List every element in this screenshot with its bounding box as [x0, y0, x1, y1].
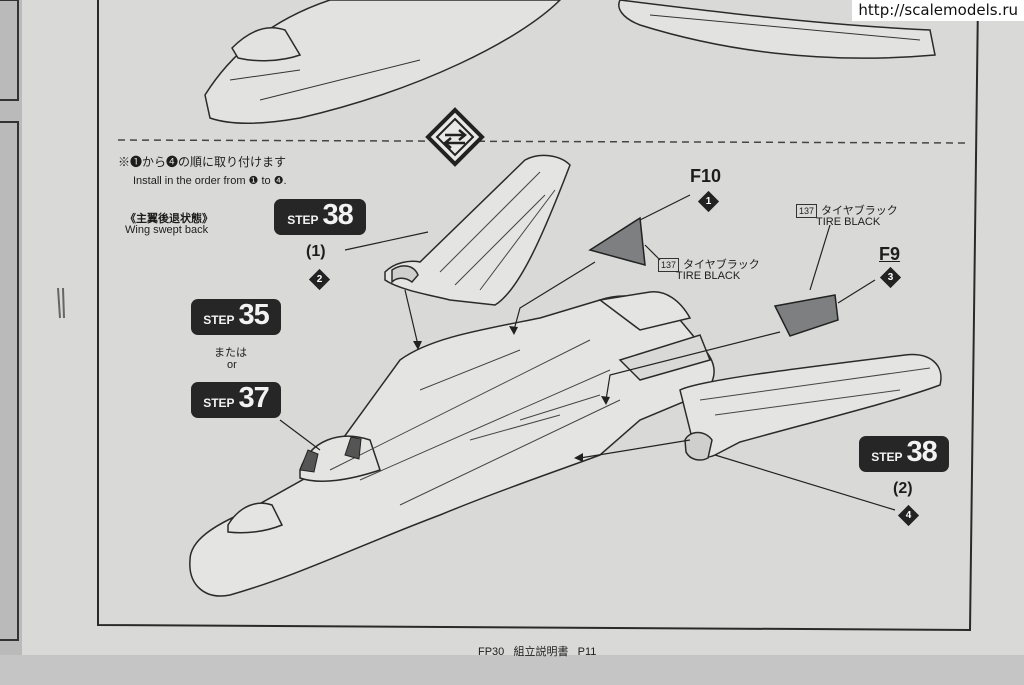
marker-2: (2) — [893, 480, 913, 497]
step-37-badge: STEP 37 — [191, 382, 281, 418]
step-38-upper-badge: STEP 38 — [274, 199, 366, 235]
page-footer: FP30 組立説明書 P11 — [478, 643, 596, 659]
step-number: 38 — [906, 436, 938, 468]
paint-name-jp: タイヤブラック — [821, 205, 898, 217]
paint-name-jp: タイヤブラック — [683, 259, 760, 271]
wing-state-japanese: 《主翼後退状態》 — [125, 213, 213, 225]
part-f10-shape — [588, 216, 646, 267]
note-english: Install in the order from ❶ to ❹. — [133, 175, 287, 187]
step-word: STEP — [287, 213, 319, 227]
part-f9-shape — [773, 294, 839, 337]
part-f9-label: F9 — [879, 244, 901, 264]
left-page-box — [0, 0, 19, 641]
order-number: 3 — [887, 272, 894, 283]
footer-page-number: P11 — [577, 646, 597, 658]
step-word: STEP — [203, 396, 235, 410]
note-japanese: ※❶から❹の順に取り付けます — [118, 155, 287, 169]
marker-1: (1) — [306, 243, 326, 260]
order-1-icon: 1 — [697, 190, 720, 213]
wing-right — [679, 353, 942, 461]
page-frame — [97, 0, 979, 632]
order-4-icon: 4 — [897, 504, 920, 527]
or-japanese: または — [214, 347, 247, 359]
step-35-badge: STEP 35 — [191, 299, 281, 335]
part-f10-label: F10 — [690, 166, 722, 186]
order-number: 2 — [316, 274, 323, 285]
step-number: 35 — [238, 299, 270, 331]
staple — [57, 287, 65, 319]
dashed-separator — [117, 139, 969, 144]
wing-upper — [384, 154, 571, 306]
footer-model: FP30 — [478, 646, 505, 658]
swap-wing-icon — [425, 107, 485, 167]
or-english: or — [227, 359, 237, 371]
f10-color-english: TIRE BLACK — [676, 270, 741, 282]
wing-state-english: Wing swept back — [125, 224, 209, 236]
step-word: STEP — [203, 313, 235, 327]
order-3-icon: 3 — [879, 266, 902, 289]
step-number: 37 — [238, 382, 270, 414]
paint-code: 137 — [796, 204, 818, 219]
paint-code: 137 — [658, 258, 680, 273]
watermark-url: http://scalemodels.ru — [852, 0, 1024, 21]
order-number: 4 — [905, 510, 912, 521]
order-2-icon: 2 — [308, 268, 331, 291]
order-number: 1 — [705, 196, 712, 207]
step-38-right-badge: STEP 38 — [859, 436, 949, 472]
step-word: STEP — [871, 450, 903, 464]
step-number: 38 — [322, 199, 354, 231]
f9-color-english: TIRE BLACK — [816, 216, 881, 228]
footer-title: 組立説明書 — [513, 646, 569, 658]
